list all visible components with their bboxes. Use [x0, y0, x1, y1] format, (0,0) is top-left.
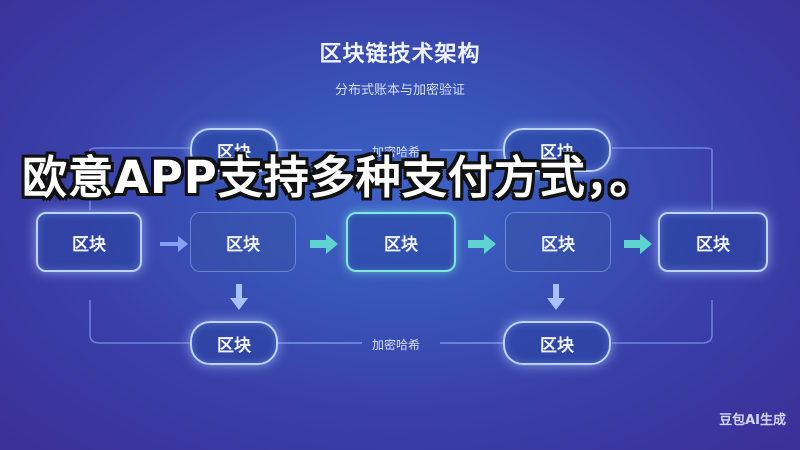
block-bottom-right: 区块 — [503, 321, 611, 365]
block-mid-2: 区块 — [190, 212, 296, 272]
arrow-right-3 — [468, 234, 496, 254]
hash-label-top: 加密哈希 — [372, 145, 421, 159]
curve-connector-right-bottom — [612, 300, 713, 344]
block-mid-4: 区块 — [505, 212, 611, 272]
block-bottom-left: 区块 — [190, 321, 278, 365]
block-mid-3: 区块 — [346, 212, 456, 272]
page-title: 区块链技术架构 — [319, 42, 481, 67]
block-top-left: 区块 — [190, 128, 278, 172]
curve-connector-left-top — [89, 147, 190, 210]
watermark: 豆包AI生成 — [719, 413, 786, 428]
block-mid-1: 区块 — [36, 212, 142, 272]
block-mid-5: 区块 — [658, 212, 768, 272]
block-top-right: 区块 — [503, 128, 611, 172]
curve-connector-left-bottom — [89, 300, 190, 344]
hash-label-bottom: 加密哈希 — [372, 338, 421, 352]
arrow-down-left — [230, 284, 248, 310]
page-subtitle: 分布式账本与加密验证 — [334, 83, 465, 98]
arrow-down-right — [547, 284, 565, 310]
arrow-right-4 — [624, 234, 652, 254]
arrow-right-1 — [160, 236, 188, 252]
curve-connector-right-top — [612, 147, 713, 210]
arrow-right-2 — [310, 234, 338, 254]
overlay-headline: 欧意APP支持多种支付方式，。 — [22, 151, 656, 204]
